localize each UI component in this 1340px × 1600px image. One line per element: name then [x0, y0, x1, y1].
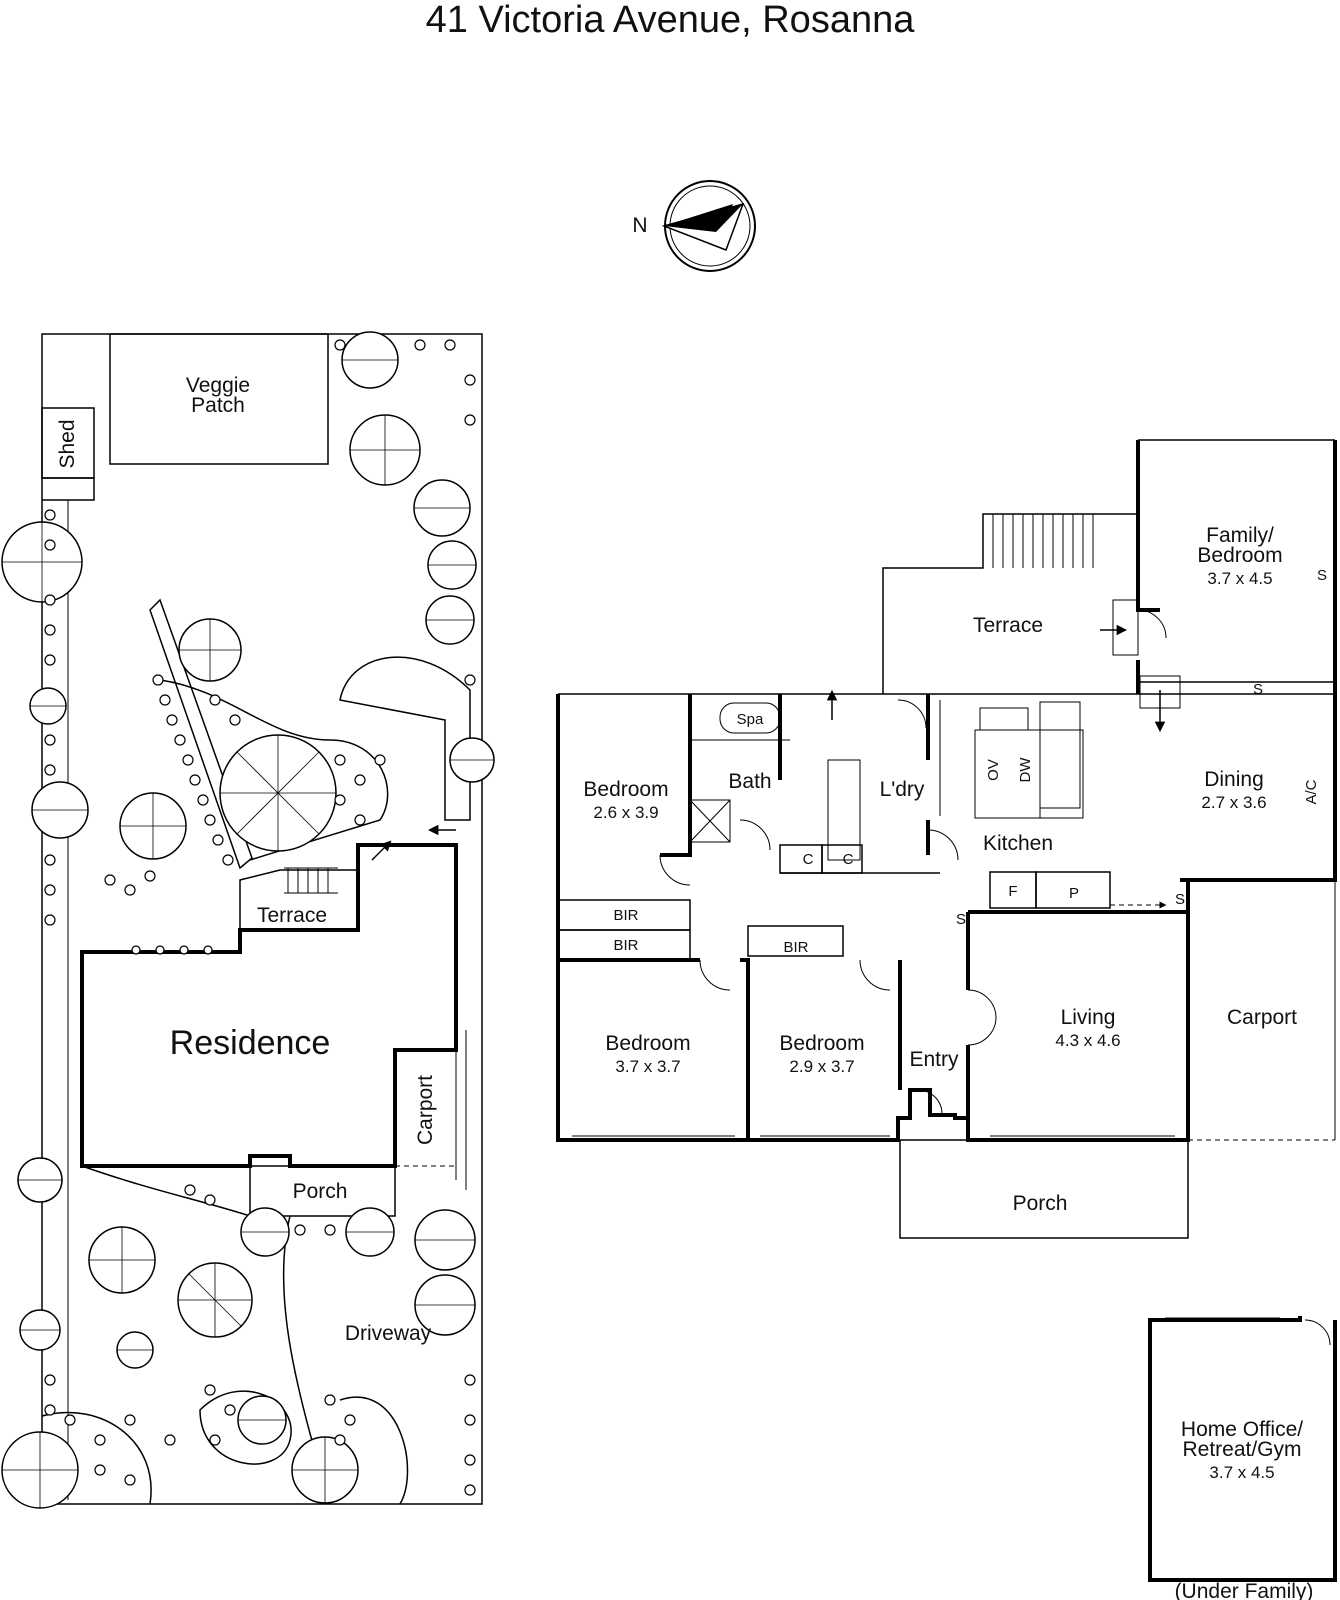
entry-label: Entry — [909, 1048, 959, 1071]
stair-label: S — [956, 911, 966, 928]
home-office-dims: 3.7 x 4.5 — [1209, 1463, 1274, 1482]
veggie-patch-label-2: Patch — [191, 394, 245, 417]
oven-label: OV — [985, 759, 1002, 781]
bath-label: Bath — [728, 770, 771, 793]
residence — [80, 843, 458, 1168]
dishwasher-label: DW — [1017, 757, 1034, 783]
bedroom1-dims: 2.6 x 3.9 — [593, 803, 658, 822]
tree-icon — [219, 734, 337, 852]
tree-icon — [88, 1226, 156, 1294]
under-family-label: (Under Family) — [1175, 1580, 1314, 1600]
site-porch — [249, 1165, 396, 1217]
residence-label: Residence — [170, 1024, 331, 1062]
bedroom3-label: Bedroom — [779, 1032, 864, 1055]
tree-icon — [1, 521, 83, 603]
terrace-label: Terrace — [973, 614, 1043, 637]
tree-icon — [413, 479, 471, 537]
family-s-label: S — [1317, 567, 1327, 584]
tree-icon — [177, 1262, 253, 1338]
laundry-label: L'dry — [880, 778, 925, 801]
bedroom2-label: Bedroom — [605, 1032, 690, 1055]
bedroom2-dims: 3.7 x 3.7 — [615, 1057, 680, 1076]
tree-icon — [1, 1431, 79, 1509]
pantry-label: P — [1069, 885, 1079, 902]
tree-icon — [427, 540, 477, 590]
site-terrace — [239, 869, 358, 930]
family-s-label-2: S — [1253, 681, 1263, 698]
home-office-label-2: Retreat/Gym — [1182, 1438, 1301, 1461]
fridge-label: F — [1008, 883, 1017, 900]
ac-label: A/C — [1303, 779, 1320, 804]
dining-dims: 2.7 x 3.6 — [1201, 793, 1266, 812]
shrub-icons — [44, 339, 476, 1496]
spa-label: Spa — [737, 711, 764, 728]
bir-label-2: BIR — [613, 937, 638, 954]
site-porch-label: Porch — [293, 1180, 348, 1203]
tree-icon — [29, 687, 67, 725]
driveway-label: Driveway — [345, 1322, 432, 1345]
tree-icon — [119, 792, 187, 860]
tree-icon — [116, 1331, 154, 1369]
cupboard-label-1: C — [803, 851, 814, 868]
bedroom3-dims: 2.9 x 3.7 — [789, 1057, 854, 1076]
tree-icon — [240, 1207, 290, 1257]
bir-label-3: BIR — [783, 939, 808, 956]
tree-icon — [425, 595, 475, 645]
site-carport-label: Carport — [414, 1075, 437, 1145]
tree-icon — [345, 1207, 395, 1257]
stair-label-2: S — [1175, 891, 1185, 908]
family-label-1: Family/ — [1206, 524, 1274, 547]
shed-label: Shed — [56, 419, 79, 468]
tree-icon — [414, 1274, 476, 1336]
porch-label: Porch — [1013, 1192, 1068, 1215]
living-dims: 4.3 x 4.6 — [1055, 1031, 1120, 1050]
tree-icon — [17, 1157, 63, 1203]
tree-icon — [178, 618, 242, 682]
tree-icon — [19, 1309, 61, 1351]
dining-label: Dining — [1204, 768, 1264, 791]
tree-icon — [449, 737, 495, 783]
tree-icon — [341, 331, 399, 389]
veggie-patch-label-1: Veggie — [186, 374, 250, 397]
bedroom1-label: Bedroom — [583, 778, 668, 801]
north-compass-icon — [661, 180, 756, 272]
tree-icon — [31, 781, 89, 839]
kitchen-label: Kitchen — [983, 832, 1053, 855]
compass-north-label: N — [632, 214, 647, 237]
home-office-label-1: Home Office/ — [1181, 1418, 1303, 1441]
tree-icon — [291, 1436, 359, 1504]
living-label: Living — [1061, 1006, 1116, 1029]
carport-label: Carport — [1227, 1006, 1297, 1029]
bir-label-1: BIR — [613, 907, 638, 924]
family-label-2: Bedroom — [1197, 544, 1282, 567]
page-title: 41 Victoria Avenue, Rosanna — [426, 0, 916, 41]
cupboard-label-2: C — [843, 851, 854, 868]
site-terrace-label: Terrace — [257, 904, 327, 927]
site-plan: Veggie Patch Shed Terrace Residence Carp… — [1, 331, 495, 1509]
veggie-patch — [109, 333, 329, 465]
tree-icon — [414, 1209, 476, 1271]
family-dims: 3.7 x 4.5 — [1207, 569, 1272, 588]
tree-icon — [237, 1395, 287, 1445]
floor-plan — [556, 439, 1337, 1582]
tree-icon — [349, 414, 421, 486]
